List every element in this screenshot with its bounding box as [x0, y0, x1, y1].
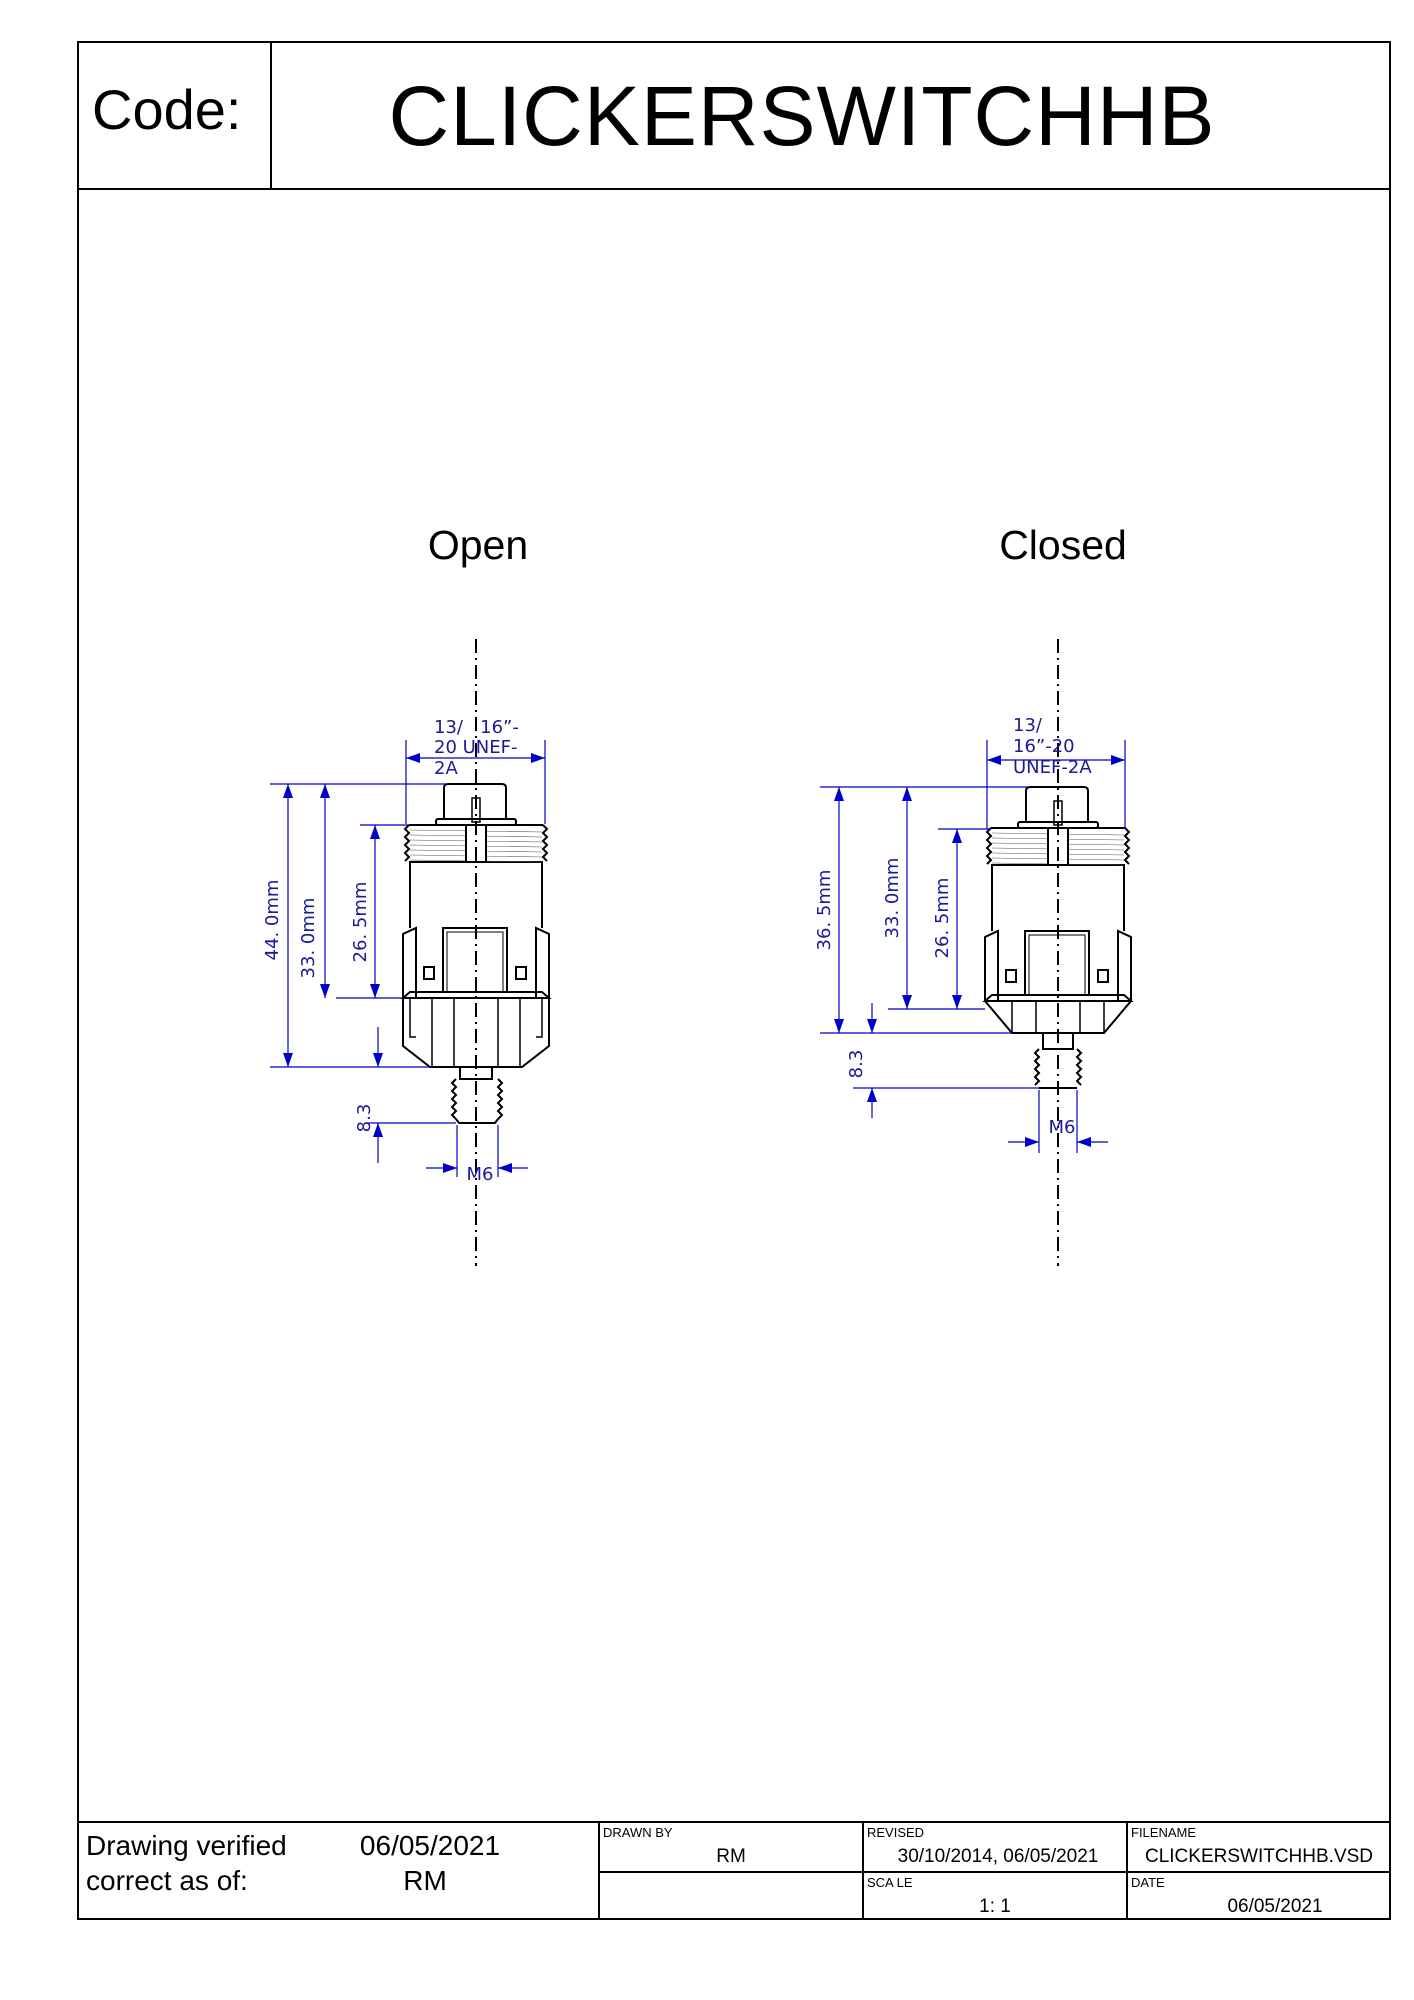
dim-thread-to-collar: 26. 5mm	[932, 878, 953, 959]
thread-label-line-2: 20 UNEF-	[434, 737, 518, 758]
footer-col-divider	[1126, 1821, 1128, 1920]
dim-overall-length: 44. 0mm	[262, 880, 283, 961]
dim-stud-length: 8.3	[846, 1050, 867, 1079]
dim-stud-length: 8.3	[354, 1104, 375, 1133]
drawn-by-label: DRAWN BY	[603, 1825, 673, 1840]
switch-closed	[982, 639, 1134, 1266]
thread-profile	[403, 824, 411, 862]
body	[991, 865, 1125, 931]
revised-value: 30/10/2014, 06/05/2021	[897, 1846, 1099, 1867]
dim-body-length: 33. 0mm	[298, 898, 319, 979]
dim-stud-thread: M6	[467, 1164, 494, 1185]
view-title-closed: Closed	[999, 522, 1127, 568]
verified-date: 06/05/2021	[359, 1830, 501, 1861]
code-value: CLICKERSWITCHHB	[388, 69, 1216, 163]
verified-label-2: correct as of:	[86, 1865, 248, 1896]
date-label: DATE	[1131, 1875, 1165, 1890]
footer-col-divider	[862, 1821, 864, 1920]
view-title-open: Open	[427, 522, 529, 568]
thread-label-line-1: 13/ 16”-	[434, 717, 519, 738]
collar-clips	[402, 926, 550, 998]
thread-label-line-1: 13/	[1013, 715, 1043, 736]
stud-thread	[496, 1078, 504, 1120]
date-value: 06/05/2021	[1227, 1896, 1323, 1917]
thread-label-line-3: 2A	[434, 758, 458, 779]
thread-label-line-3: UNEF-2A	[1013, 757, 1092, 778]
body	[409, 862, 543, 928]
thread-profile	[1123, 827, 1131, 865]
stud-thread	[450, 1078, 458, 1120]
thread-profile	[541, 824, 549, 862]
thread-profile	[985, 827, 993, 865]
housing-ribs	[409, 998, 543, 1067]
revised-label: REVISED	[867, 1825, 925, 1840]
header-divider	[77, 188, 1391, 190]
collar-band	[982, 994, 1134, 1002]
footer-row-divider	[599, 1871, 1391, 1873]
dim-overall-length: 36. 5mm	[814, 870, 835, 951]
stud-end	[455, 1118, 499, 1124]
filename-label: FILENAME	[1131, 1825, 1197, 1840]
verified-label-1: Drawing verified	[86, 1830, 287, 1861]
filename-value: CLICKERSWITCHHB.VSD	[1144, 1846, 1374, 1867]
code-cell-divider	[270, 41, 272, 189]
stud-thread	[1075, 1048, 1083, 1086]
clip-slot	[1005, 969, 1017, 983]
clip-slot	[423, 966, 435, 980]
cap	[443, 783, 507, 820]
clip-slot	[515, 966, 527, 980]
thread-label-line-2: 16”-20	[1013, 736, 1075, 757]
verified-by: RM	[403, 1865, 447, 1896]
open-view-labels: 13/ 16”- 20 UNEF- 2A 44. 0mm 33. 0mm 26.…	[262, 717, 519, 1185]
hex-faces	[1011, 1001, 1105, 1033]
closed-view-labels: 13/ 16”-20 UNEF-2A 36. 5mm 33. 0mm 26. 5…	[814, 715, 1092, 1138]
scale-value: 1: 1	[979, 1896, 1011, 1917]
code-label: Code:	[92, 78, 242, 141]
collar-band	[400, 991, 552, 999]
dim-body-length: 33. 0mm	[882, 858, 903, 939]
stud-thread	[1033, 1048, 1041, 1086]
dim-thread-to-collar: 26. 5mm	[350, 882, 371, 963]
drawn-by-value: RM	[716, 1846, 746, 1867]
scale-label: SCA LE	[867, 1875, 913, 1890]
footer-divider	[77, 1821, 1391, 1823]
clip-slot	[1097, 969, 1109, 983]
drawing-frame	[77, 41, 1391, 1920]
switch-open	[400, 639, 552, 1266]
cap	[1025, 786, 1089, 823]
collar-clips	[984, 929, 1132, 1001]
dim-stud-thread: M6	[1049, 1117, 1076, 1138]
footer-col-divider	[598, 1821, 600, 1920]
